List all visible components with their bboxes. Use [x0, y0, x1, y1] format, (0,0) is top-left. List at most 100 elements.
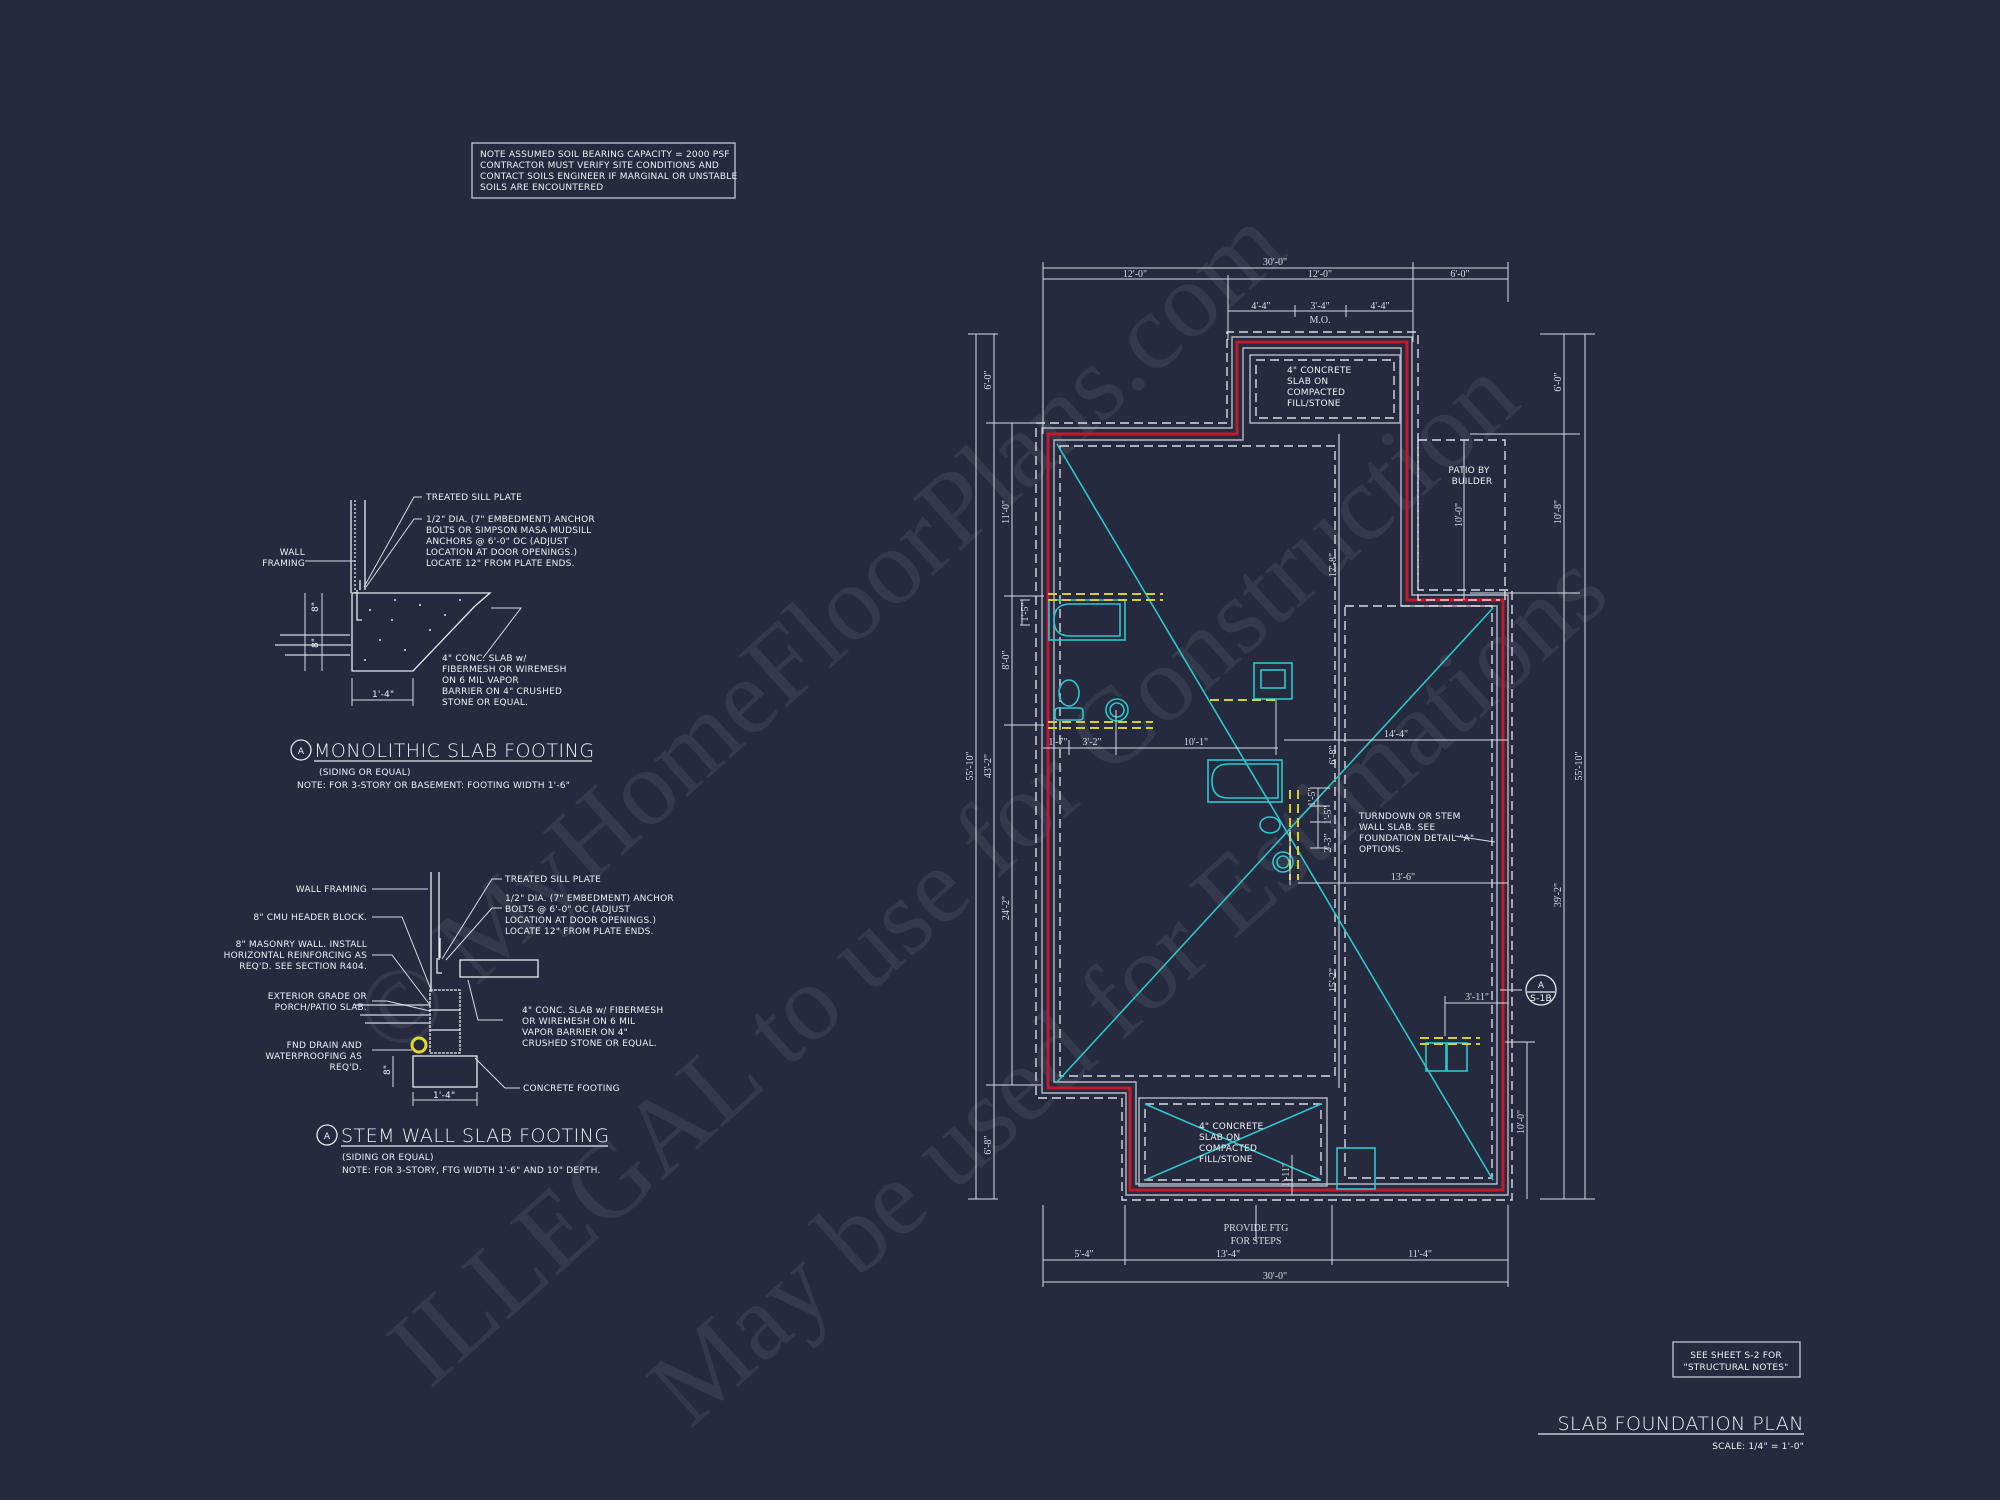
- depth-dim: 8": [383, 1065, 393, 1075]
- dim-label: 1'-11": [1281, 1163, 1292, 1187]
- detail-marker: [290, 739, 312, 761]
- steps-note: FOR STEPS: [1231, 1236, 1282, 1247]
- dim-label: M.O.: [1309, 315, 1330, 326]
- detail-subtitle: (SIDING OR EQUAL): [342, 1153, 434, 1163]
- slab-foundation-plan: 30'-0" 12'-0" 12'-0" 6'-0" 4'-4" 3'-4" 4…: [965, 257, 1595, 1287]
- dim-label: 55'-10": [965, 751, 976, 780]
- dim-label: 14'-4": [1384, 729, 1408, 740]
- label-slab: FIBERMESH OR WIREMESH: [442, 665, 567, 675]
- structural-notes-reference: SEE SHEET S-2 FOR "STRUCTURAL NOTES": [1672, 1341, 1801, 1378]
- label-masonry: HORIZONTAL REINFORCING AS: [224, 951, 367, 961]
- section-sheet: S-1B: [1530, 994, 1552, 1004]
- front-porch-note: 4" CONCRETE: [1287, 366, 1352, 376]
- depth-dim: 8": [311, 602, 321, 612]
- label-anchor: LOCATION AT DOOR OPENINGS.): [505, 916, 656, 926]
- dim-label: 43'-2": [983, 754, 994, 778]
- dim-label: 12'-0": [1123, 269, 1147, 280]
- patio-outline: [1418, 439, 1506, 600]
- dim-label: 6'-0": [1450, 269, 1469, 280]
- detail-note: NOTE: FOR 3-STORY OR BASEMENT: FOOTING W…: [297, 781, 570, 791]
- label-anchor: LOCATE 12" FROM PLATE ENDS.: [505, 927, 654, 937]
- label-drain: FND DRAIN AND: [287, 1041, 362, 1051]
- label-footing: CONCRETE FOOTING: [523, 1084, 620, 1094]
- dim-label: 3'-2": [1082, 737, 1101, 748]
- label-anchor: 1/2" DIA. (7" EMBEDMENT) ANCHOR: [505, 894, 674, 904]
- dim-label: 30'-0": [1263, 257, 1287, 268]
- rear-porch-note: FILL/STONE: [1199, 1155, 1253, 1165]
- label-grade: EXTERIOR GRADE OR: [268, 992, 367, 1002]
- dim-label: 10'-0": [1454, 503, 1465, 527]
- dim-label: 1'-5": [1323, 805, 1334, 824]
- label-masonry: REQ'D. SEE SECTION R404.: [239, 962, 367, 972]
- label-sill-plate: TREATED SILL PLATE: [425, 493, 522, 503]
- label-anchor: ANCHORS @ 6'-0" OC (ADJUST: [426, 537, 569, 547]
- dim-label: 6'-8": [983, 1135, 994, 1154]
- monolithic-slab-footing-detail: 8" 8" 1'-4" TREATED SILL PLATE 1/2" DIA.…: [262, 493, 595, 791]
- concrete-stipple: [364, 599, 461, 661]
- label-sill-plate: TREATED SILL PLATE: [504, 875, 601, 885]
- note-line: SOILS ARE ENCOUNTERED: [480, 183, 603, 193]
- turndown-note: OPTIONS.: [1359, 845, 1404, 855]
- label-anchor: 1/2" DIA. (7" EMBEDMENT) ANCHOR: [426, 515, 595, 525]
- label-wall-framing: WALL FRAMING: [296, 885, 367, 895]
- note-line: CONTACT SOILS ENGINEER IF MARGINAL OR UN…: [480, 172, 737, 182]
- rear-porch-note: SLAB ON: [1199, 1133, 1240, 1143]
- note-line: CONTRACTOR MUST VERIFY SITE CONDITIONS A…: [480, 161, 719, 171]
- plan-scale: SCALE: 1/4" = 1'-0": [1712, 1442, 1804, 1452]
- rear-porch-note: COMPACTED: [1199, 1144, 1257, 1154]
- front-porch-note: FILL/STONE: [1287, 399, 1341, 409]
- dim-label: 4'-4": [1251, 301, 1270, 312]
- dim-label: 39'-2": [1553, 883, 1564, 907]
- sink-icon: [1272, 851, 1294, 873]
- soil-bearing-note: NOTE ASSUMED SOIL BEARING CAPACITY = 200…: [471, 142, 737, 199]
- dim-label: 6'-0": [1553, 372, 1564, 391]
- plumbing-fixtures: [1048, 599, 1468, 1190]
- dim-label: 15'-2": [1328, 968, 1339, 992]
- sheet-note-line: "STRUCTURAL NOTES": [1684, 1363, 1789, 1373]
- detail-marker-letter: A: [324, 1132, 331, 1142]
- front-porch-note: SLAB ON: [1287, 377, 1328, 387]
- stem-wall-slab-footing-detail: 1'-4" 8" WALL FRAMING 8" CMU HEADER BLOC…: [224, 872, 674, 1176]
- sheet-note-line: SEE SHEET S-2 FOR: [1690, 1351, 1782, 1361]
- label-grade: PORCH/PATIO SLAB.: [275, 1003, 367, 1013]
- dim-label: 4'-4": [1370, 301, 1389, 312]
- slab-diagonals: [1056, 443, 1494, 1181]
- rear-porch-slab: [1144, 1103, 1322, 1181]
- label-slab: CRUSHED STONE OR EQUAL.: [522, 1039, 657, 1049]
- label-anchor: LOCATION AT DOOR OPENINGS.): [426, 548, 577, 558]
- width-dim: 1'-4": [433, 1091, 455, 1101]
- turndown-note: FOUNDATION DETAIL "A": [1359, 834, 1474, 844]
- dim-label: 6'-0": [983, 370, 994, 389]
- detail-note: NOTE: FOR 3-STORY, FTG WIDTH 1'-6" AND 1…: [342, 1166, 601, 1176]
- label-slab: STONE OR EQUAL.: [442, 698, 528, 708]
- toilet-icon: [1058, 679, 1080, 707]
- dim-label: 10'-8": [1553, 500, 1564, 524]
- depth-dim: 8": [311, 638, 321, 648]
- dim-label: 17'-8": [1328, 553, 1339, 577]
- section-marker: A S-1B: [1525, 974, 1557, 1006]
- dim-label: 6'-8": [1328, 745, 1339, 764]
- patio-note: BUILDER: [1452, 477, 1493, 487]
- dim-label: 11'-0": [1001, 500, 1012, 524]
- front-porch-note: COMPACTED: [1287, 388, 1345, 398]
- detail-title: STEM WALL SLAB FOOTING: [341, 1125, 610, 1147]
- dim-label: 8'-0": [1001, 650, 1012, 669]
- dim-label: 11'-4": [1408, 1249, 1432, 1260]
- stem-wall-outline: [1046, 340, 1505, 1192]
- label-anchor: BOLTS OR SIMPSON MASA MUDSILL: [426, 526, 591, 536]
- toilet-icon: [1259, 816, 1281, 834]
- sink-icon: [1105, 698, 1129, 722]
- turndown-note: WALL SLAB. SEE: [1359, 823, 1435, 833]
- rear-porch-note: 4" CONCRETE: [1199, 1122, 1264, 1132]
- width-dim: 1'-4": [372, 690, 394, 700]
- slab-edge: [1041, 336, 1509, 1196]
- dim-label: 24'-2": [1001, 896, 1012, 920]
- label-anchor: LOCATE 12" FROM PLATE ENDS.: [426, 559, 575, 569]
- section-letter: A: [1538, 981, 1545, 991]
- label-drain: REQ'D.: [330, 1063, 363, 1073]
- dim-label: 5'-4": [1074, 1249, 1093, 1260]
- dim-label: 3'-11": [1465, 992, 1489, 1003]
- label-slab: VAPOR BARRIER ON 4": [522, 1028, 628, 1038]
